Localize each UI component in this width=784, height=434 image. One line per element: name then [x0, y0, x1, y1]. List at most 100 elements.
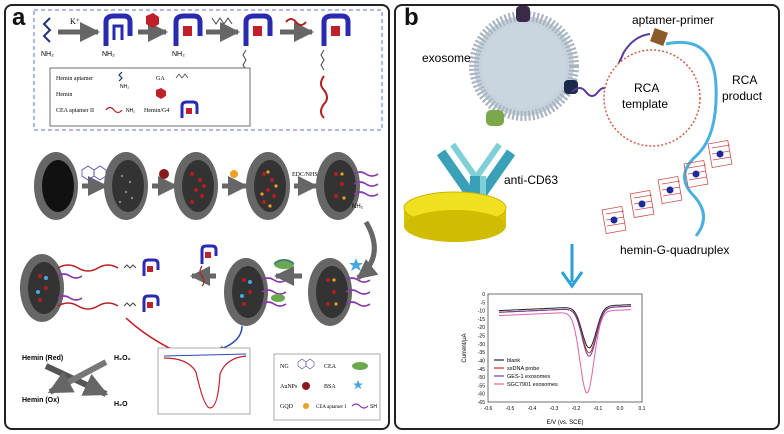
h2o-label: H₂O: [114, 401, 128, 408]
nh2-label-electrode: NH₂: [352, 204, 364, 210]
series-line: [498, 304, 632, 349]
anti-cd63-label: anti-CD63: [504, 173, 558, 187]
chart-x-axis-label: E/V (vs. SCE): [546, 420, 583, 426]
primer-block: [650, 28, 668, 46]
legend-cea-aptamer-1: CEA aptamer I: [316, 405, 346, 410]
legend-ng: NG: [280, 364, 289, 370]
legend-ga: GA: [156, 76, 165, 82]
cea-aptamer-2-strand: [285, 18, 307, 26]
legend-sh: SH: [370, 404, 377, 410]
cea-legend-icon: [352, 362, 368, 370]
electrode-1: [34, 152, 78, 220]
aunp-icon: [159, 169, 169, 179]
gqd-icon: [230, 170, 238, 178]
legend-bsa: BSA: [324, 384, 336, 390]
signal-arrow-blue: [217, 325, 243, 352]
rca-product-label-1: RCA: [732, 73, 757, 87]
rca-template-circle: [603, 49, 701, 147]
legend-entry: GES-1 exosomes: [507, 374, 550, 380]
dpv-chart: 0-5-10-15-20-25-30-35-40-45-50-55-60-65 …: [462, 292, 646, 426]
legend-aunps: AuNPs: [280, 384, 298, 390]
panel-b-figure: exosome aptamer-primer RCA template RCA …: [403, 6, 763, 426]
electrode-4: [246, 152, 290, 220]
x-tick-label: 0.0: [617, 406, 624, 412]
panel-a: a NH₂ K⁺ NH₂: [4, 4, 390, 430]
bsa-legend-icon: [353, 380, 363, 390]
y-tick-label: -25: [478, 334, 485, 340]
hemin-ox-label: Hemin (Ox): [22, 397, 59, 404]
g4-hemin-3: [320, 13, 351, 119]
aptamer-primer-label: aptamer-primer: [632, 13, 714, 27]
series-line: [498, 309, 632, 394]
electrode-2: [104, 152, 148, 220]
x-tick-label: -0.1: [594, 406, 603, 412]
g4-structure-1: [103, 13, 133, 46]
x-tick-label: -0.6: [484, 406, 493, 412]
hemin-g-quadruplex-label: hemin-G-quadruplex: [620, 243, 729, 257]
panel-a-letter: a: [12, 4, 26, 31]
electrode-3: [174, 152, 218, 220]
nh2-label-2: NH₂: [102, 51, 115, 58]
rca-template-label-1: RCA: [634, 81, 659, 95]
panel-b: b exosome aptamer-primer RCA template RC…: [394, 4, 780, 430]
signal-curve-blue: [163, 353, 247, 357]
legend-entry: blank: [507, 358, 520, 364]
legend-gqd: GQD: [280, 404, 294, 410]
exosome-label: exosome: [422, 51, 471, 65]
x-tick-label: 0.1: [639, 406, 646, 412]
bsa-star-icon: [349, 258, 363, 271]
cycle-arrow-2: [47, 359, 108, 395]
g4-probe-icon: [199, 244, 218, 287]
signal-curve-red: [163, 355, 247, 409]
legend-entry: SGC7901 exosomes: [507, 382, 558, 388]
y-tick-label: -40: [478, 358, 485, 364]
chart-series-lines: [498, 304, 632, 394]
down-arrow-icon: [560, 244, 584, 289]
series-line: [498, 305, 632, 357]
svg-text:NH₂: NH₂: [120, 84, 129, 90]
y-tick-label: -60: [478, 392, 485, 398]
x-tick-label: -0.5: [506, 406, 515, 412]
electrode-8: [20, 254, 160, 322]
rca-product-strand: [665, 40, 718, 237]
nh2-label-1: NH₂: [41, 51, 54, 58]
k-plus-label: K⁺: [70, 17, 80, 26]
g-quadruplex-cages: [601, 139, 733, 235]
electrode-7: [224, 258, 287, 326]
electrode-5: [316, 152, 379, 220]
g4-hemin-2: [242, 13, 273, 71]
y-tick-label: -20: [478, 325, 485, 331]
chart-y-ticks: 0-5-10-15-20-25-30-35-40-45-50-55-60-65: [478, 292, 485, 406]
rca-template-label-2: template: [622, 97, 668, 111]
rca-product-label-2: product: [722, 89, 763, 103]
hemin-red-label: Hemin (Red): [22, 355, 63, 362]
x-tick-label: -0.2: [572, 406, 581, 412]
y-tick-label: -35: [478, 350, 485, 356]
panel-a-figure: NH₂ K⁺ NH₂ NH₂: [20, 9, 383, 421]
legend-cea: CEA: [324, 364, 337, 370]
ga-linker: [211, 17, 233, 25]
nh2-label-3: NH₂: [172, 51, 185, 58]
legend-entry: ssDNA probe: [507, 366, 539, 372]
y-tick-label: -55: [478, 383, 485, 389]
exosome-vesicle: [469, 6, 579, 126]
svg-text:NH₂: NH₂: [126, 108, 135, 114]
flow-arrow-curve: [356, 220, 379, 280]
ng-legend-icon: [297, 358, 315, 370]
x-tick-label: -0.4: [528, 406, 537, 412]
y-tick-label: -10: [478, 309, 485, 315]
y-tick-label: -65: [478, 400, 485, 406]
y-tick-label: 0: [482, 292, 485, 298]
y-tick-label: -15: [478, 317, 485, 323]
panel-b-letter: b: [404, 4, 419, 31]
aptamer-primer-strand: [571, 33, 651, 97]
gold-electrode: [403, 191, 507, 242]
legend-cea-aptamer-2: CEA aptamer II: [56, 108, 94, 114]
legend-hemin-g4: Hemin/G4: [144, 108, 169, 114]
g4-hemin-1: [173, 13, 203, 46]
aunps-legend-icon: [302, 382, 310, 390]
edc-nhs-label: EDC/NHS: [292, 172, 318, 178]
hemin-hexagon: [146, 13, 159, 28]
